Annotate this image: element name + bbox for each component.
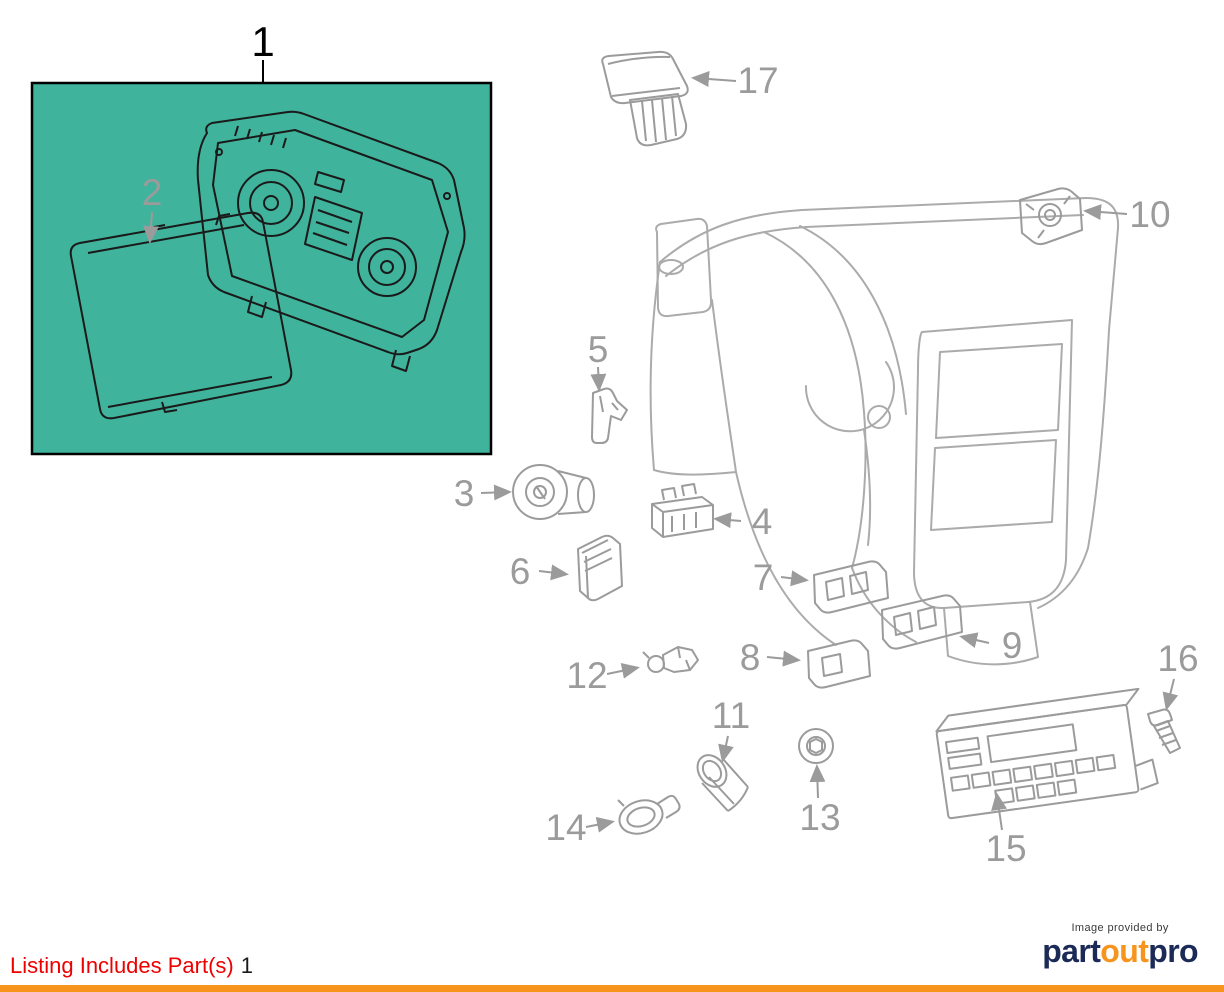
part-4-drawing — [651, 483, 714, 538]
listing-includes-text: Listing Includes Part(s)1 — [10, 953, 253, 979]
logo-part: part — [1042, 933, 1101, 969]
highlight-box — [30, 81, 493, 456]
callout-4: 4 — [751, 501, 773, 542]
logo-pro: pro — [1148, 933, 1198, 969]
callout-6: 6 — [509, 551, 531, 592]
leader-lines — [143, 71, 1179, 833]
callout-15: 15 — [985, 828, 1027, 869]
listing-part-numbers: 1 — [240, 953, 254, 978]
callout-11: 11 — [711, 695, 751, 736]
callout-5: 5 — [587, 329, 609, 370]
part-1-cluster-drawing — [196, 110, 466, 372]
part-13-drawing — [798, 728, 834, 764]
callout-10: 10 — [1129, 194, 1171, 235]
part-14-drawing — [617, 794, 681, 835]
part-11-drawing — [696, 754, 749, 812]
logo-out: out — [1100, 933, 1149, 969]
callout-2: 2 — [141, 172, 163, 213]
callout-8: 8 — [739, 637, 761, 678]
callout-7: 7 — [752, 557, 774, 598]
part-15-drawing — [935, 687, 1159, 820]
callout-14: 14 — [545, 807, 587, 848]
part-17-drawing — [601, 50, 689, 147]
part-6-drawing — [577, 534, 623, 602]
part-10-drawing — [1019, 187, 1083, 246]
callout-16: 16 — [1157, 638, 1199, 679]
part-3-drawing — [512, 464, 595, 520]
partoutpro-logo: partoutpro — [1042, 933, 1198, 969]
dashboard-outline-drawing — [649, 197, 1120, 666]
callout-12: 12 — [566, 655, 608, 696]
image-provider-block: Image provided by partoutpro — [1042, 922, 1198, 969]
part-5-drawing — [591, 387, 628, 444]
bottom-accent-bar — [0, 985, 1224, 992]
part-9-drawing — [881, 594, 963, 650]
part-12-drawing — [642, 646, 699, 673]
callout-9: 9 — [1001, 625, 1023, 666]
listing-label: Listing Includes Part(s) — [10, 953, 234, 978]
part-7-drawing — [813, 560, 889, 614]
callout-13: 13 — [799, 797, 841, 838]
callout-17: 17 — [737, 60, 779, 101]
part-16-drawing — [1147, 708, 1181, 754]
part-8-drawing — [807, 639, 871, 689]
callout-1: 1 — [251, 18, 275, 65]
callout-3: 3 — [453, 473, 475, 514]
provider-caption: Image provided by — [1071, 922, 1169, 934]
